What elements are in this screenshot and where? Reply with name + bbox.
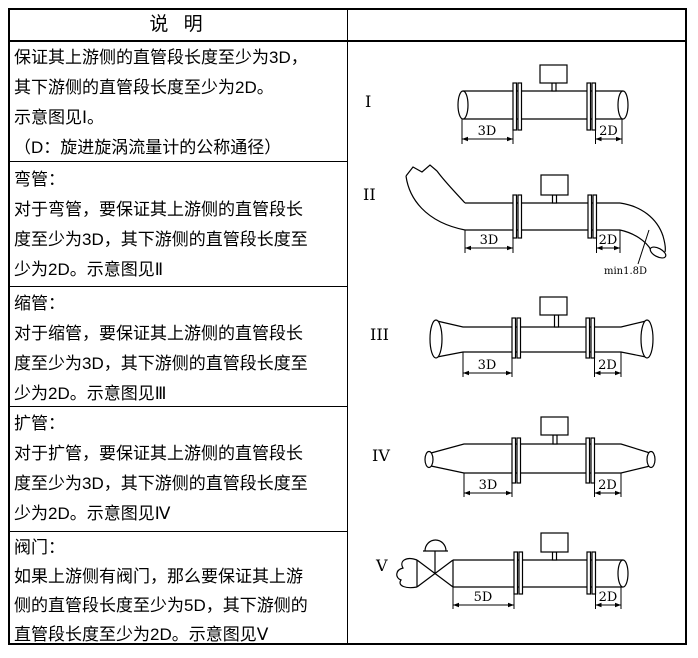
pipe-broken-end bbox=[396, 557, 418, 589]
dimension-label-downstream: 2D bbox=[598, 358, 617, 373]
text-line: 直管段长度至少为2D。示意图见Ⅴ bbox=[14, 625, 269, 644]
pipe-end-left bbox=[424, 450, 434, 469]
dimension-downstream: 2D bbox=[594, 473, 622, 497]
pipe-body bbox=[436, 320, 647, 358]
diagram-valve-pipe: V 5D 2D bbox=[375, 532, 629, 609]
flowmeter-display-icon bbox=[540, 532, 569, 561]
row-divider bbox=[10, 286, 347, 287]
dimension-label-upstream: 3D bbox=[478, 358, 497, 373]
text-line: （D：旋进旋涡流量计的公称通径） bbox=[14, 138, 282, 157]
dimension-upstream: 3D bbox=[461, 119, 514, 144]
row-divider bbox=[10, 531, 347, 532]
header-divider bbox=[10, 40, 685, 42]
explanation-row-5: 阀门： 如果上游侧有阀门，那么要保证其上游 侧的直管段长度至少为5D，其下游侧的… bbox=[14, 533, 345, 649]
text-line: 少为2D。示意图见Ⅳ bbox=[14, 504, 171, 523]
diagram-numeral: III bbox=[370, 325, 389, 344]
diagram-elbow-pipe: II 3D 2D min1.8D bbox=[363, 164, 667, 277]
flowmeter-display-icon bbox=[539, 64, 568, 92]
dimension-label-upstream: 3D bbox=[479, 478, 498, 493]
row-divider bbox=[10, 406, 347, 407]
pipe-end-left bbox=[457, 90, 469, 120]
dimension-downstream: 2D bbox=[594, 352, 622, 377]
dimension-label-downstream: 2D bbox=[599, 124, 618, 139]
text-line: 缩管： bbox=[14, 294, 65, 313]
dimension-upstream: 3D bbox=[462, 352, 513, 377]
flowmeter-display-icon bbox=[539, 296, 568, 328]
diagram-numeral: V bbox=[375, 556, 388, 575]
text-line: 对于扩管，要保证其上游侧的直管段长 bbox=[14, 444, 303, 463]
flange-icon bbox=[511, 437, 596, 484]
row-divider bbox=[10, 161, 347, 162]
text-line: 阀门： bbox=[14, 538, 65, 557]
text-line: 侧的直管段长度至少为5D，其下游侧的 bbox=[14, 596, 308, 615]
dimension-downstream: 2D bbox=[595, 119, 623, 144]
diagram-numeral: I bbox=[365, 92, 371, 111]
diagram-numeral: II bbox=[363, 185, 376, 204]
bend-radius-note: min1.8D bbox=[604, 266, 647, 277]
explanation-row-1: 保证其上游侧的直管段长度至少为3D， 其下游侧的直管段长度至少为2D。 示意图见… bbox=[14, 43, 345, 163]
text-line: 扩管： bbox=[14, 414, 65, 433]
table-header: 说 明 bbox=[149, 14, 208, 35]
bend-radius-annotation: min1.8D bbox=[604, 229, 650, 277]
flange-icon bbox=[513, 551, 597, 595]
explanation-row-4: 扩管： 对于扩管，要保证其上游侧的直管段长 度至少为3D，其下游侧的直管段长度至… bbox=[14, 409, 345, 529]
flowmeter-display-icon bbox=[540, 174, 569, 204]
spec-table: 说 明 保证其上游侧的直管段长度至少为3D， 其下游侧的直管段长度至少为2D。 … bbox=[8, 8, 687, 645]
pipe-end-right bbox=[617, 559, 629, 588]
elbow-bend-right bbox=[619, 202, 666, 253]
flange-icon bbox=[511, 317, 596, 359]
valve-icon bbox=[416, 539, 454, 588]
pipe-body bbox=[453, 559, 623, 588]
text-line: 度至少为3D，其下游侧的直管段长度至 bbox=[14, 474, 308, 493]
text-line: 示意图见Ⅰ。 bbox=[14, 108, 105, 127]
text-line: 度至少为3D，其下游侧的直管段长度至 bbox=[14, 354, 308, 373]
dimension-label-upstream: 3D bbox=[478, 124, 497, 139]
column-divider bbox=[347, 10, 348, 643]
pipe-end-right bbox=[640, 319, 654, 359]
dimension-upstream: 5D bbox=[452, 587, 515, 609]
text-line: 保证其上游侧的直管段长度至少为3D， bbox=[14, 48, 308, 67]
dimension-upstream: 3D bbox=[464, 230, 514, 253]
dimension-label-downstream: 2D bbox=[599, 590, 618, 605]
diagram-numeral: IV bbox=[372, 446, 390, 465]
text-line: 对于缩管，要保证其上游侧的直管段长 bbox=[14, 324, 303, 343]
text-line: 如果上游侧有阀门，那么要保证其上游 bbox=[14, 567, 303, 586]
dimension-label-upstream: 5D bbox=[474, 590, 493, 605]
diagram-reducer-pipe: III 3D 2D bbox=[370, 296, 654, 377]
dimension-downstream: 2D bbox=[596, 230, 621, 253]
flange-icon bbox=[512, 194, 598, 239]
diagram-straight-pipe: I 3D 2D bbox=[365, 64, 629, 144]
pipe-end-right bbox=[617, 90, 629, 120]
dimension-label-downstream: 2D bbox=[598, 478, 617, 493]
text-line: 度至少为3D，其下游侧的直管段长度至 bbox=[14, 230, 308, 249]
pipe-end-right bbox=[646, 450, 656, 469]
text-line: 少为2D。示意图见Ⅱ bbox=[14, 260, 164, 279]
dimension-label-downstream: 2D bbox=[599, 233, 618, 248]
dimension-upstream: 3D bbox=[463, 473, 513, 497]
pipe-body bbox=[430, 443, 651, 474]
flowmeter-display-icon bbox=[540, 416, 569, 445]
text-line: 其下游侧的直管段长度至少为2D。 bbox=[14, 78, 274, 97]
text-line: 少为2D。示意图见Ⅲ bbox=[14, 384, 167, 403]
dimension-label-upstream: 3D bbox=[480, 233, 499, 248]
flange-icon bbox=[512, 82, 597, 131]
diagram-expander-pipe: IV 3D 2D bbox=[372, 416, 656, 497]
explanation-row-2: 弯管： 对于弯管，要保证其上游侧的直管段长 度至少为3D，其下游侧的直管段长度至… bbox=[14, 165, 345, 285]
pipe-end-left bbox=[429, 319, 443, 359]
dimension-downstream: 2D bbox=[595, 587, 622, 609]
pipe-end-right bbox=[649, 246, 667, 259]
text-line: 弯管： bbox=[14, 170, 65, 189]
text-line: 对于弯管，要保证其上游侧的直管段长 bbox=[14, 200, 303, 219]
elbow-bend-left bbox=[405, 164, 466, 231]
explanation-row-3: 缩管： 对于缩管，要保证其上游侧的直管段长 度至少为3D，其下游侧的直管段长度至… bbox=[14, 289, 345, 409]
pipe-body bbox=[463, 90, 623, 120]
